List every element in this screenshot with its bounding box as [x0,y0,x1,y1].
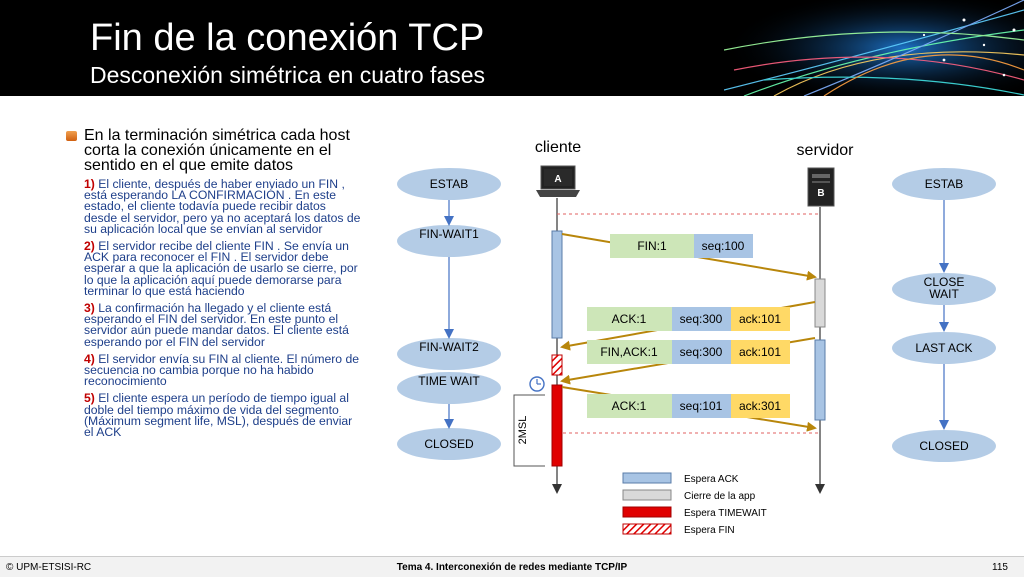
legend-swatch-app-close [622,489,672,501]
bullet-icon [66,131,77,141]
item-text: La confirmación ha llegado y el cliente … [84,301,349,349]
list-item: 3) La confirmación ha llegado y el clien… [84,301,362,349]
segment-fin-ack: FIN,ACK:1 seq:300 ack:101 [587,340,790,364]
segment-final-ack: ACK:1 seq:101 ack:301 [587,394,790,418]
app-close-bar [814,278,826,328]
item-number: 1) [84,177,95,191]
legend-label: Cierre de la app [684,491,756,502]
server-state-closed: CLOSED [892,430,996,462]
segment-fin: FIN:1 seq:100 [610,234,753,258]
state-text: ESTAB [925,177,963,191]
legend-label: Espera TIMEWAIT [684,508,767,519]
item-number: 2) [84,239,95,254]
legend-label: Espera ACK [684,474,739,485]
state-text: TIME WAIT [418,375,480,388]
segment-field: ACK:1 [612,312,647,326]
wait-ack-bar [551,230,563,339]
footer-topic: Tema 4. Interconexión de redes mediante … [396,562,628,573]
segment-field: ack:101 [739,312,781,326]
intro-bullet: En la terminación simétrica cada host co… [62,127,362,174]
explanation-text: En la terminación simétrica cada host co… [62,128,362,438]
segment-field: seq:300 [680,345,723,359]
server-state-estab: ESTAB [892,168,996,200]
item-text: El cliente, después de haber enviado un … [84,177,361,236]
segment-field: FIN:1 [637,239,667,253]
wait-fin-bar [551,354,563,376]
state-text: CLOSED [919,439,969,453]
laptop-icon: A [536,165,580,197]
state-text: ESTAB [430,177,468,191]
state-text: CLOSED [424,437,474,451]
segment-field: ACK:1 [612,399,647,413]
wait-ack-bar [814,339,826,421]
segment-field: seq:101 [680,399,723,413]
segment-ack: ACK:1 seq:300 ack:101 [587,307,790,331]
client-state-fin-wait1: FIN-WAIT1 [397,225,501,257]
list-item: 2) El servidor recibe del cliente FIN . … [84,239,362,298]
slide-header: Fin de la conexión TCP Desconexión simét… [0,0,1024,96]
server-icon: B [807,167,835,207]
segment-field: ack:301 [739,399,781,413]
timewait-bar [551,384,563,467]
page-number: 115 [992,562,1008,573]
segment-field: seq:300 [680,312,723,326]
legend-swatch-timewait [622,506,672,518]
timer-label: 2MSL [517,416,529,445]
client-host-label: A [554,174,561,185]
list-item: 5) El cliente espera un período de tiemp… [84,391,362,440]
client-state-closed: CLOSED [397,428,501,460]
segment-field: ack:101 [739,345,781,359]
clock-icon [529,376,545,392]
intro-text: En la terminación simétrica cada host co… [84,127,350,174]
item-number: 3) [84,301,95,316]
state-text: CLOSE WAIT [923,276,965,301]
segment-field: seq:100 [702,239,745,253]
state-text: FIN-WAIT2 [419,341,479,354]
server-state-close-wait: CLOSE WAIT [892,273,996,305]
list-item: 1) El cliente, después de haber enviado … [84,177,362,236]
server-host-label: B [817,188,824,199]
footer-copyright: © UPM-ETSISI-RC [6,562,92,573]
list-item: 4) El servidor envía su FIN al cliente. … [84,351,362,389]
timer-bracket [513,394,545,467]
state-text: FIN-WAIT1 [419,228,479,241]
legend-swatch-wait-fin [622,523,672,535]
item-text: El cliente espera un período de tiempo i… [84,391,353,440]
client-label: cliente [535,139,581,156]
page-subtitle: Desconexión simétrica en cuatro fases [90,62,486,88]
item-number: 4) [84,351,95,366]
legend: Espera ACK Cierre de la app Espera TIMEW… [622,472,767,536]
item-text: El servidor envía su FIN al cliente. El … [84,351,360,389]
server-state-last-ack: LAST ACK [892,332,996,364]
item-number: 5) [84,391,95,406]
item-text: El servidor recibe del cliente FIN . Se … [84,239,358,298]
slide-footer: © UPM-ETSISI-RC Tema 4. Interconexión de… [0,556,1024,577]
client-state-estab: ESTAB [397,168,501,200]
page-title: Fin de la conexión TCP [90,17,485,59]
legend-label: Espera FIN [684,525,735,536]
fiber-optic-image [724,0,1024,96]
state-text: LAST ACK [915,341,972,355]
legend-swatch-wait-ack [622,472,672,484]
server-label: servidor [797,142,855,159]
client-state-fin-wait2: FIN-WAIT2 [397,338,501,370]
client-state-time-wait: TIME WAIT [397,372,501,404]
segment-field: FIN,ACK:1 [600,345,658,359]
